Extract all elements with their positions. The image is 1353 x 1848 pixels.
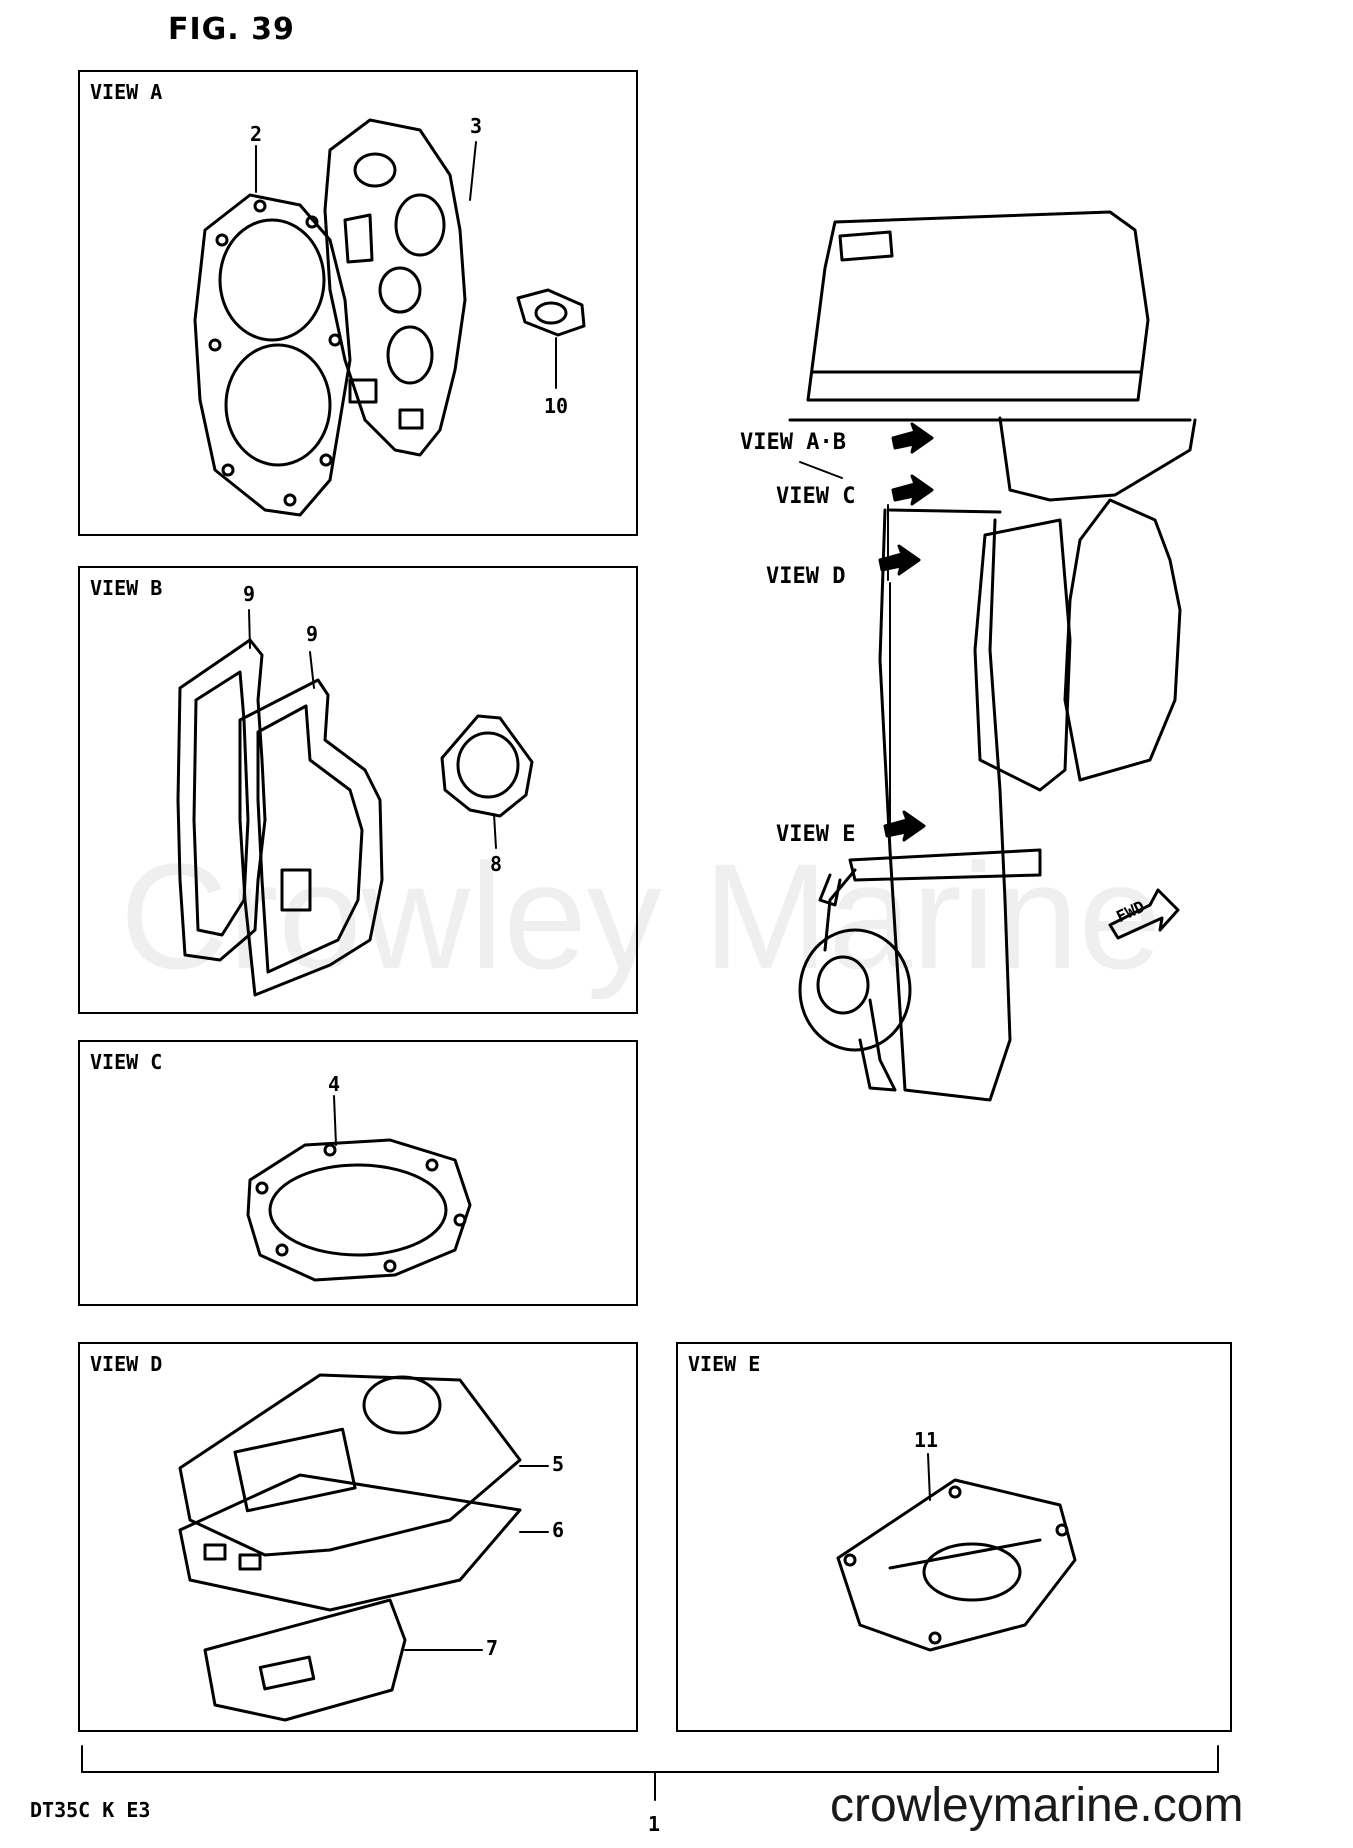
callout-11: 11 xyxy=(914,1428,939,1452)
view-c-panel: VIEW C xyxy=(78,1040,638,1306)
view-e-label: VIEW E xyxy=(688,1352,761,1376)
view-c-label: VIEW C xyxy=(90,1050,163,1074)
guide-gasket-lower-drawing xyxy=(203,1598,407,1722)
figure-title: FIG. 39 xyxy=(168,12,295,47)
cylinder-cover-gasket-drawing xyxy=(323,118,467,457)
impeller-gasket-drawing xyxy=(836,1478,1077,1652)
callout-8: 8 xyxy=(490,852,503,876)
callout-7: 7 xyxy=(486,1636,499,1660)
view-e-panel: VIEW E xyxy=(676,1342,1232,1732)
outboard-label-view-d: VIEW D xyxy=(766,564,846,589)
guide-gasket-upper-drawing xyxy=(178,1373,522,1557)
outboard-label-view-e: VIEW E xyxy=(776,822,856,847)
watermark-text: Crowley Marine xyxy=(120,832,1162,1000)
view-d-panel: VIEW D xyxy=(78,1342,638,1732)
callout-9-right: 9 xyxy=(306,622,319,646)
view-a-label: VIEW A xyxy=(90,80,163,104)
view-a-panel: VIEW A xyxy=(78,70,638,536)
exhaust-gasket-rear-drawing xyxy=(176,638,267,962)
cover-gasket-drawing xyxy=(440,714,534,818)
page-number: 1 xyxy=(648,1812,661,1836)
site-watermark-url: crowleymarine.com xyxy=(830,1779,1244,1832)
callout-9-left: 9 xyxy=(243,582,256,606)
callout-2: 2 xyxy=(250,122,263,146)
callout-6: 6 xyxy=(552,1518,565,1542)
model-code: DT35C K E3 xyxy=(30,1798,151,1822)
view-b-label: VIEW B xyxy=(90,576,163,600)
footer-bracket xyxy=(81,1745,1219,1801)
callout-10: 10 xyxy=(544,394,569,418)
exhaust-gasket-front-drawing xyxy=(238,678,384,997)
guide-gasket-middle-drawing xyxy=(178,1473,522,1612)
outboard-motor-drawing xyxy=(788,210,1197,1102)
callout-4: 4 xyxy=(328,1072,341,1096)
view-d-label: VIEW D xyxy=(90,1352,163,1376)
small-flange-gasket-drawing xyxy=(516,288,586,337)
outboard-label-view-c: VIEW C xyxy=(776,484,856,509)
propeller-drawing xyxy=(798,868,912,1092)
outboard-label-view-ab: VIEW A·B xyxy=(740,430,846,455)
callout-5: 5 xyxy=(552,1452,565,1476)
exhaust-tube-gasket-drawing xyxy=(246,1138,472,1282)
callout-3: 3 xyxy=(470,114,483,138)
cylinder-head-gasket-drawing xyxy=(193,193,352,517)
view-b-panel: VIEW B xyxy=(78,566,638,1014)
